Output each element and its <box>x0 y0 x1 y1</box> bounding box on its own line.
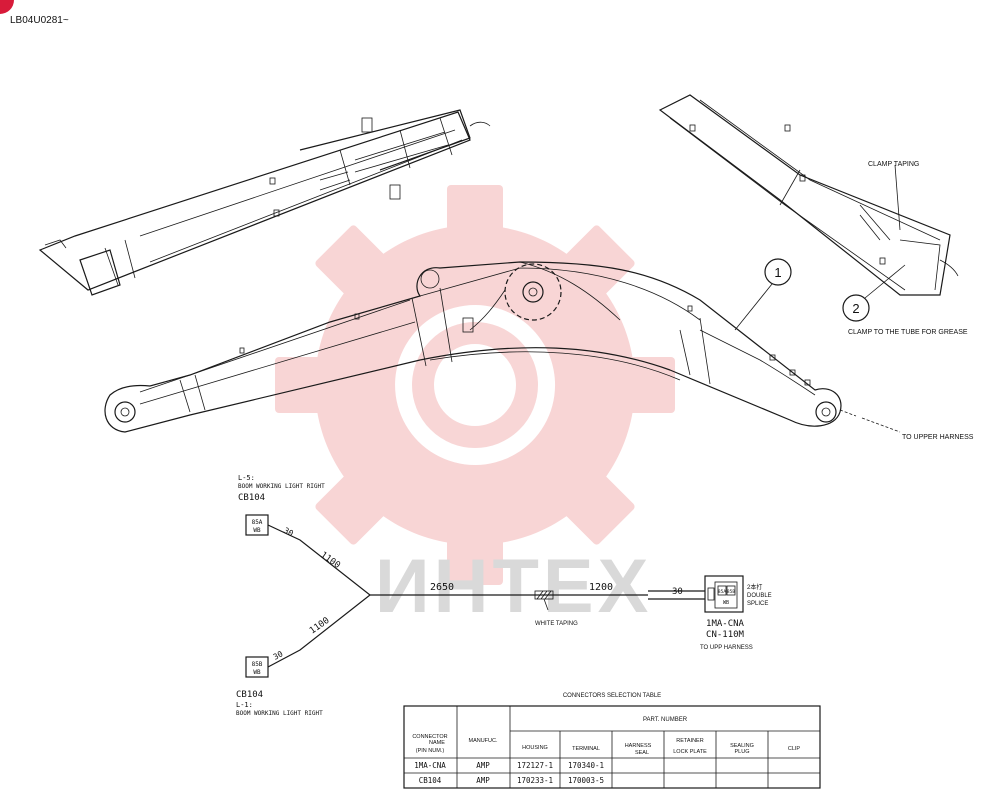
connector-1ma-cna-icon <box>704 575 744 613</box>
splice-note-jp: 2本打 <box>747 583 762 591</box>
table-cell: 172127-1 <box>517 761 553 770</box>
th-part-number: PART. NUMBER <box>643 717 688 723</box>
splice-note-2: SPLICE <box>747 601 768 607</box>
th-retainer-2: LOCK PLATE <box>673 749 707 755</box>
length-a-1100: 1100 <box>318 550 342 571</box>
connector-name-cn-110m: CN-110M <box>706 630 745 640</box>
connector-pin-85b: 85B <box>727 589 735 595</box>
white-taping-label: WHITE TAPING <box>535 621 578 627</box>
callout-2-number: 2 <box>852 301 859 316</box>
connector-85b-pin: 85B <box>252 661 263 668</box>
harness-bottom-connector: CB104 <box>236 690 263 700</box>
connector-wire-color: WB <box>723 600 729 606</box>
corner-mark-icon <box>0 0 14 14</box>
th-connector-1: CONNECTOR <box>412 734 447 740</box>
length-1200: 1200 <box>589 582 613 593</box>
harness-bottom-circuit: L-1: <box>236 701 253 709</box>
boom-section-drawing: 2 CLAMP TAPING CLAMP TO THE TUBE FOR GRE… <box>658 94 968 336</box>
harness-top-desc: BOOM WORKING LIGHT RIGHT <box>238 483 325 490</box>
harness-bottom-desc: BOOM WORKING LIGHT RIGHT <box>236 710 323 717</box>
th-harness-seal-2: SEAL <box>635 750 649 756</box>
length-b-1100: 1100 <box>308 616 332 637</box>
table-cell: 170233-1 <box>517 776 553 785</box>
callout-1-number: 1 <box>774 265 781 280</box>
th-connector-3: (PIN NUM.) <box>416 748 445 754</box>
th-retainer-1: RETAINER <box>676 738 703 744</box>
th-harness-seal-1: HARNESS <box>625 743 652 749</box>
connectors-selection-table: CONNECTORS SELECTION TABLE CONNECTOR NAM… <box>403 693 821 789</box>
connector-85a-color: WB <box>253 527 261 534</box>
boom-side-view-drawing: 1 TO UPPER HARNESS <box>104 258 974 441</box>
length-2650: 2650 <box>430 582 454 593</box>
th-connector-2: NAME <box>429 740 445 746</box>
watermark-text: ИНТЕХ <box>375 544 652 629</box>
harness-top-connector: CB104 <box>238 493 265 503</box>
th-manufacturer: MANUFUC. <box>468 738 497 744</box>
table-cell: 170003-5 <box>568 776 604 785</box>
table-cell: 170340-1 <box>568 761 604 770</box>
table-cell: 1MA-CNA <box>414 761 446 770</box>
connector-85b-color: WB <box>253 669 261 676</box>
connector-name-1ma-cna: 1MA-CNA <box>706 619 745 629</box>
length-b-30: 30 <box>272 649 285 662</box>
table-title: CONNECTORS SELECTION TABLE <box>563 693 661 699</box>
harness-top-circuit: L-5: <box>238 474 255 482</box>
th-sealing-plug-2: PLUG <box>735 749 750 755</box>
callout-2-circle <box>842 294 870 322</box>
th-terminal: TERMINAL <box>572 746 600 752</box>
th-sealing-plug-1: SEALING <box>730 743 754 749</box>
connector-pin-85a: 85A <box>718 589 726 595</box>
table-cell: AMP <box>476 776 490 785</box>
connector-85a-pin: 85A <box>252 519 263 526</box>
document-id: LB04U0281~ <box>10 15 69 26</box>
length-a-30: 30 <box>282 526 295 539</box>
harness-schematic: L-5: BOOM WORKING LIGHT RIGHT CB104 85A … <box>236 474 772 717</box>
boom-top-view-drawing <box>38 109 491 296</box>
to-upper-harness-label: TO UPPER HARNESS <box>902 434 974 441</box>
length-30-right: 30 <box>672 587 683 597</box>
splice-note-1: DOUBLE <box>747 593 772 599</box>
to-upp-harness-label: TO UPP HARNESS <box>700 645 753 651</box>
table-cell: AMP <box>476 761 490 770</box>
callout-1-circle <box>764 258 792 286</box>
th-housing: HOUSING <box>522 745 548 751</box>
clamp-taping-label: CLAMP TAPING <box>868 161 919 168</box>
table-cell: CB104 <box>419 776 442 785</box>
clamp-tube-label: CLAMP TO THE TUBE FOR GREASE <box>848 329 968 336</box>
th-clip: CLIP <box>788 746 801 752</box>
